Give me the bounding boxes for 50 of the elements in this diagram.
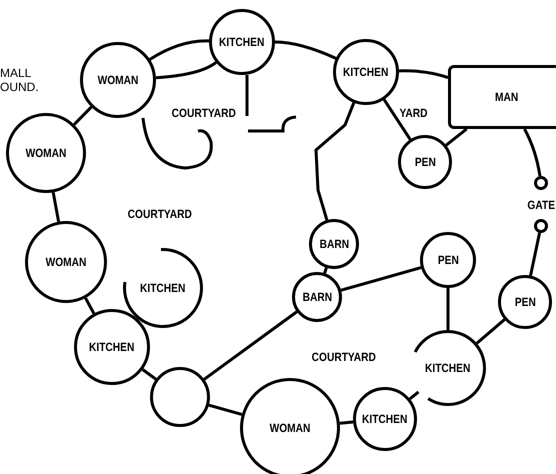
room-label: BARN (302, 290, 332, 304)
wall-line (208, 404, 242, 416)
room-label: WOMAN (26, 146, 66, 160)
gate-post (534, 176, 548, 190)
area-label: COURTYARD (128, 207, 192, 221)
room-label: WOMAN (46, 255, 86, 269)
wall-line (149, 39, 210, 61)
wall-line (142, 368, 157, 380)
room-label: KITCHEN (362, 412, 408, 426)
wall-line (274, 40, 337, 60)
wall-line (52, 192, 60, 222)
room-label: KITCHEN (140, 281, 186, 295)
area-label: COURTYARD (172, 106, 236, 120)
room-label: PEN (438, 253, 458, 267)
wall-line (84, 297, 96, 314)
wall-line (203, 310, 298, 381)
room-label: MAN (495, 90, 518, 104)
wall-line (408, 390, 420, 400)
open-hut-arc (123, 248, 203, 328)
wall-line (156, 61, 217, 80)
area-label: COURTYARD (312, 350, 376, 364)
wall-line (529, 232, 542, 276)
room-label: WOMAN (98, 73, 138, 87)
gate-post (534, 219, 548, 233)
room-label: PEN (514, 295, 536, 309)
room-label: KITCHEN (343, 65, 389, 79)
house-rectangle (448, 65, 556, 129)
wall-line (523, 128, 542, 176)
hut-circle (309, 219, 359, 269)
room-label: KITCHEN (89, 340, 135, 354)
area-label: GATE (527, 198, 556, 212)
area-label: MALL OUND. (0, 66, 40, 94)
wall-line (340, 266, 422, 292)
wall-line (445, 128, 468, 146)
area-label: YARD (399, 106, 428, 120)
wall-line (314, 102, 356, 220)
hut-circle (498, 275, 552, 329)
hut-circle (292, 272, 342, 322)
room-label: KITCHEN (425, 361, 471, 375)
hut-circle (398, 135, 452, 189)
room-label: WOMAN (270, 421, 310, 435)
room-label: KITCHEN (219, 35, 265, 49)
wall-line (382, 98, 412, 140)
room-label: PEN (414, 155, 436, 169)
room-label: BARN (319, 237, 349, 251)
wall-line (446, 288, 450, 330)
wall-line (476, 318, 506, 344)
wall-line (398, 69, 448, 79)
wall-line (73, 106, 92, 126)
wall-line (340, 420, 354, 425)
